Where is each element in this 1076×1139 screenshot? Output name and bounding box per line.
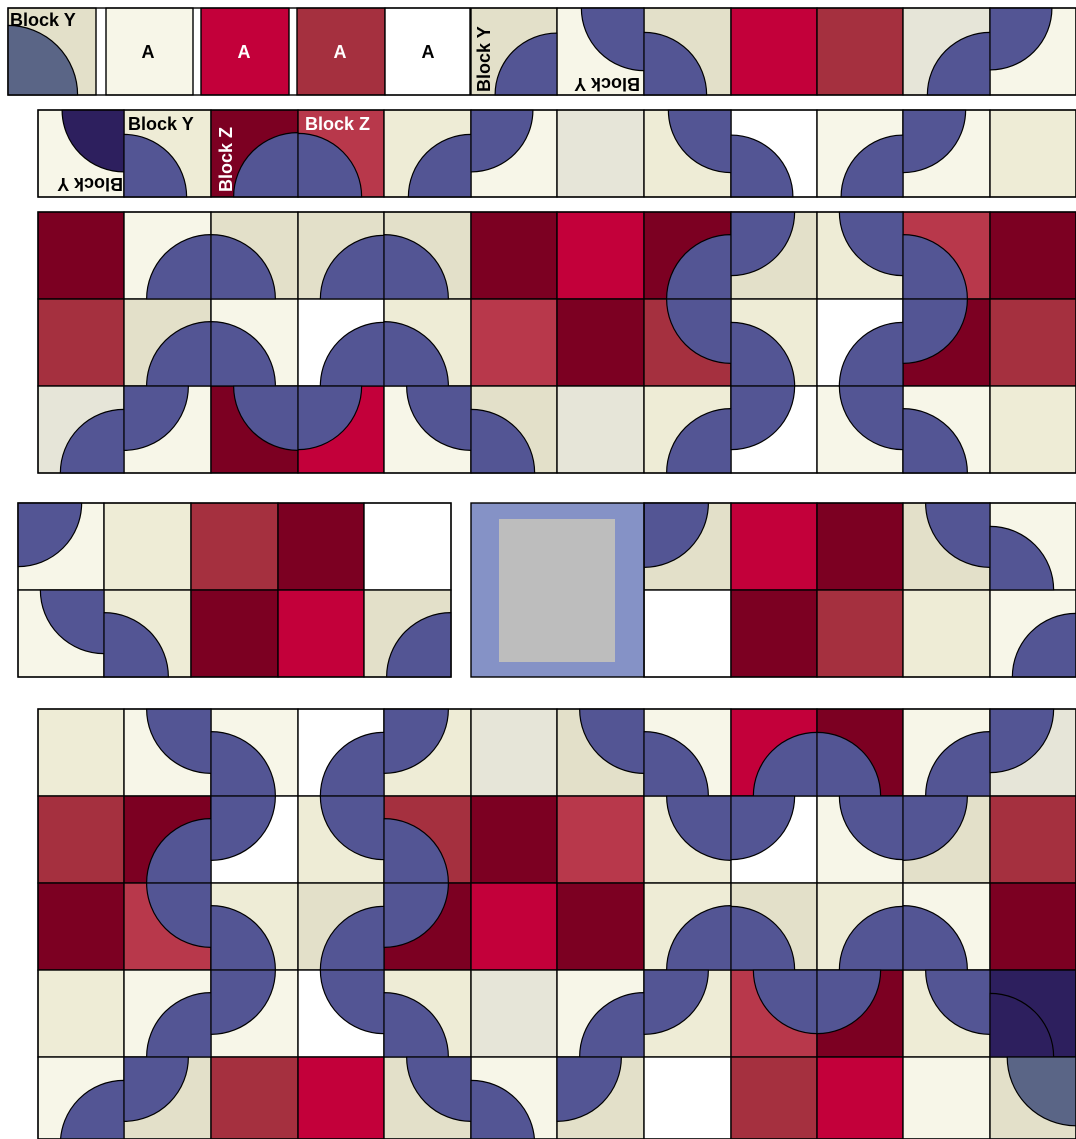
quilt-tile xyxy=(990,386,1076,473)
label-a-1: A xyxy=(142,42,155,62)
quilt-tile xyxy=(471,970,557,1057)
quilt-tile xyxy=(278,503,364,590)
quilt-tile xyxy=(38,709,124,796)
label-block-y-top: Block Y xyxy=(10,10,76,30)
quilt-tile xyxy=(990,110,1076,197)
quilt-tile xyxy=(817,1057,903,1139)
label-a-2: A xyxy=(238,42,251,62)
label-a-4: A xyxy=(422,42,435,62)
quilt-tile xyxy=(990,299,1076,386)
label-block-y-row2: Block Y xyxy=(128,114,194,134)
quilt-tile xyxy=(104,503,191,590)
quilt-tile xyxy=(471,883,557,970)
quilt-tile xyxy=(990,796,1076,883)
quilt-tile xyxy=(38,796,124,883)
quilt-tile xyxy=(557,299,644,386)
label-block-y-upside-down-1: Block Y xyxy=(574,74,640,94)
quilt-tile xyxy=(557,110,644,197)
quilt-tile xyxy=(38,299,124,386)
quilt-tile xyxy=(191,503,278,590)
quilt-tile xyxy=(471,212,557,299)
quilt-tile xyxy=(990,883,1076,970)
quilt-tile xyxy=(817,590,903,677)
quilt-tile xyxy=(191,590,278,677)
quilt-tile xyxy=(731,8,817,95)
quilt-tile xyxy=(211,1057,298,1139)
label-a-3: A xyxy=(334,42,347,62)
quilt-tile xyxy=(731,503,817,590)
quilt-tile xyxy=(731,1057,817,1139)
quilt-tile xyxy=(990,212,1076,299)
quilt-tile xyxy=(38,212,124,299)
quilt-tile xyxy=(38,883,124,970)
quilt-tile xyxy=(731,590,817,677)
quilt-tile xyxy=(903,1057,990,1139)
quilt-tile xyxy=(903,590,990,677)
quilt-tile xyxy=(471,709,557,796)
quilt-tile xyxy=(557,386,644,473)
gray-panel xyxy=(499,519,615,662)
label-block-y-vertical: Block Y xyxy=(474,26,494,92)
quilt-tile xyxy=(557,796,644,883)
quilt-tile xyxy=(644,1057,731,1139)
quilt-tile xyxy=(471,796,557,883)
label-block-z-vertical: Block Z xyxy=(216,127,236,192)
quilt-tile xyxy=(364,503,451,590)
quilt-tile xyxy=(817,503,903,590)
label-block-z-row2: Block Z xyxy=(305,114,370,134)
quilt-tile xyxy=(557,883,644,970)
quilt-tile xyxy=(644,590,731,677)
quilt-tile xyxy=(471,299,557,386)
label-block-y-upside-down-2: Block Y xyxy=(57,174,123,194)
quilt-tile xyxy=(278,590,364,677)
quilt-tile xyxy=(557,212,644,299)
quilt-tile xyxy=(817,8,903,95)
quilt-tile xyxy=(298,1057,384,1139)
quilt-tile xyxy=(38,970,124,1057)
